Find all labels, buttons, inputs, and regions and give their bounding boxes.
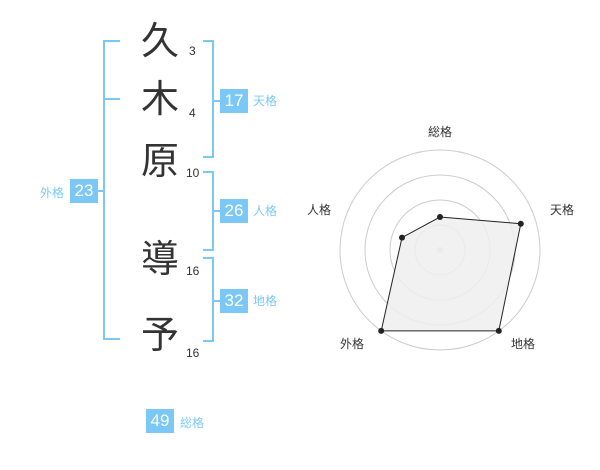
chikaku-bracket [203,257,214,342]
radar-point-4 [378,327,385,334]
stroke-count-1: 3 [189,44,196,58]
radar-point-1 [437,214,443,220]
radar-axis-label-jinkaku: 人格 [307,203,332,217]
radar-axis-label-soukaku: 総格 [428,125,453,139]
jinkaku-value: 26 [220,199,248,223]
radar-point-2 [517,220,524,227]
name-char-4: 導 [140,237,179,281]
radar-axis-label-tenkaku: 天格 [550,203,575,217]
jinkaku-label: 人格 [253,204,278,218]
stroke-count-2: 4 [189,106,196,120]
chikaku-value: 32 [220,289,248,313]
tenkaku-bracket [203,40,214,158]
name-char-2: 木 [140,77,179,121]
gaikaku-label: 外格 [40,186,65,200]
name-char-3: 原 [140,139,179,183]
soukaku-value: 49 [146,409,174,433]
tenkaku-label: 天格 [253,94,278,108]
stroke-count-4: 16 [186,264,200,278]
radar-polygon [380,216,522,332]
radar-point-5 [399,234,405,241]
radar-point-3 [495,327,502,334]
soukaku-label: 総格 [180,416,205,430]
name-char-5: 予 [140,313,179,357]
stroke-count-3: 10 [186,166,200,180]
radar-axis-label-gaikaku: 外格 [340,337,365,351]
tenkaku-value: 17 [220,89,248,113]
stroke-count-5: 16 [186,346,200,360]
gaikaku-value: 23 [70,179,98,203]
radar-axis-label-chikaku: 地格 [511,337,536,351]
name-char-1: 久 [140,19,179,63]
radar-ring [339,149,541,351]
chikaku-label: 地格 [253,294,278,308]
